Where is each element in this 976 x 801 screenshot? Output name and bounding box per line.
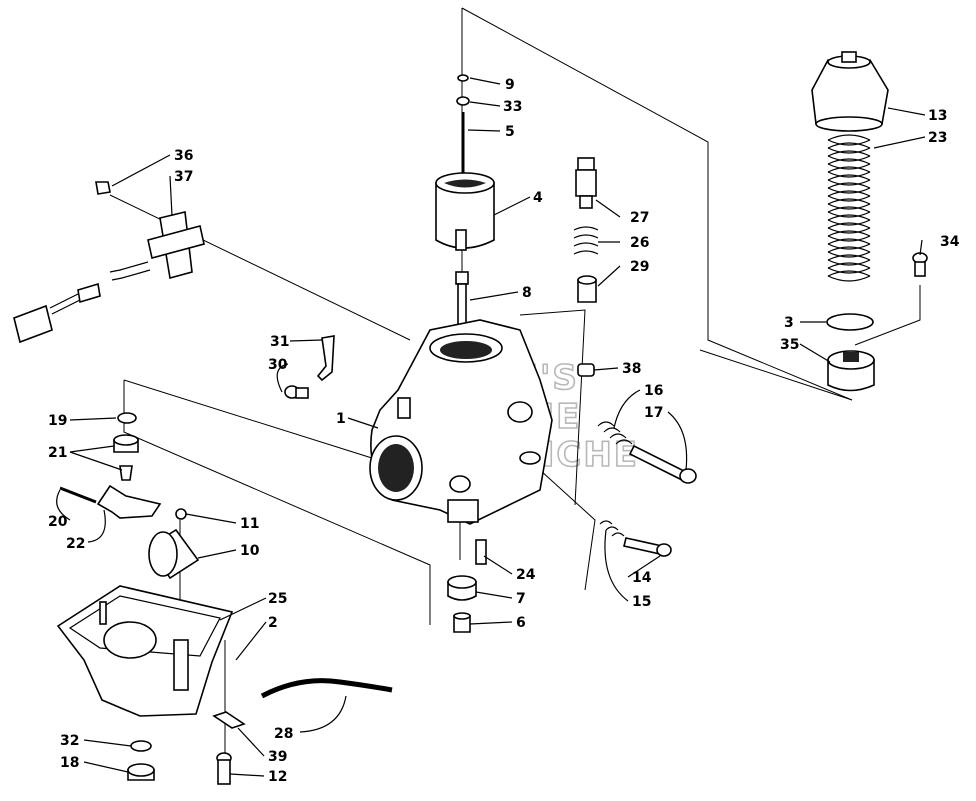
label-part-35: 35 bbox=[780, 337, 799, 353]
label-part-37: 37 bbox=[174, 169, 193, 185]
label-part-15: 15 bbox=[632, 594, 651, 610]
label-part-24: 24 bbox=[516, 567, 536, 583]
float-bowl-drawing bbox=[56, 585, 234, 717]
slide-spring-drawing bbox=[827, 134, 871, 282]
label-part-21: 21 bbox=[48, 445, 67, 461]
label-part-28: 28 bbox=[274, 726, 293, 742]
top-cap-drawing bbox=[811, 51, 889, 132]
needle-assembly-drawing bbox=[456, 74, 470, 175]
throttle-sensor-drawing bbox=[13, 181, 205, 344]
label-part-34: 34 bbox=[940, 234, 960, 250]
bowl-hardware-drawing bbox=[127, 711, 246, 785]
vent-hose-drawing bbox=[260, 678, 393, 699]
label-part-22: 22 bbox=[66, 536, 85, 552]
starter-parts-drawing bbox=[573, 157, 599, 303]
leader-lines bbox=[56, 77, 926, 777]
label-part-2: 2 bbox=[268, 615, 278, 631]
plug-drawing bbox=[577, 363, 595, 377]
jets-drawing bbox=[447, 539, 487, 633]
cap-screw-drawing bbox=[912, 252, 928, 277]
label-part-39: 39 bbox=[268, 749, 287, 765]
label-part-33: 33 bbox=[503, 99, 522, 115]
label-part-10: 10 bbox=[240, 543, 260, 559]
label-part-30: 30 bbox=[268, 357, 288, 373]
label-part-16: 16 bbox=[644, 383, 663, 399]
label-part-5: 5 bbox=[505, 124, 515, 140]
label-part-7: 7 bbox=[516, 591, 526, 607]
label-part-26: 26 bbox=[630, 235, 649, 251]
part-number-labels: 9 33 5 4 8 13 23 34 3 35 27 26 29 36 37 … bbox=[48, 77, 960, 785]
label-part-8: 8 bbox=[522, 285, 532, 301]
label-part-3: 3 bbox=[784, 315, 794, 331]
label-part-25: 25 bbox=[268, 591, 287, 607]
pilot-screw-drawing bbox=[599, 520, 672, 557]
label-part-9: 9 bbox=[505, 77, 515, 93]
carburetor-body-drawing bbox=[369, 319, 553, 525]
label-part-18: 18 bbox=[60, 755, 79, 771]
label-part-17: 17 bbox=[644, 405, 663, 421]
label-part-32: 32 bbox=[60, 733, 79, 749]
label-part-19: 19 bbox=[48, 413, 67, 429]
label-part-13: 13 bbox=[928, 108, 947, 124]
label-part-4: 4 bbox=[533, 190, 543, 206]
float-parts-drawing bbox=[59, 412, 200, 580]
diaphragm-holder-drawing bbox=[827, 350, 875, 392]
diaphragm-plate-drawing bbox=[826, 313, 874, 331]
label-part-23: 23 bbox=[928, 130, 947, 146]
label-part-29: 29 bbox=[630, 259, 649, 275]
label-part-14: 14 bbox=[632, 570, 652, 586]
label-part-6: 6 bbox=[516, 615, 526, 631]
label-part-1: 1 bbox=[336, 411, 346, 427]
cable-bracket-drawing bbox=[284, 335, 335, 399]
label-part-36: 36 bbox=[174, 148, 193, 164]
label-part-38: 38 bbox=[622, 361, 641, 377]
idle-screw-drawing bbox=[597, 421, 697, 484]
label-part-20: 20 bbox=[48, 514, 68, 530]
throttle-slide-drawing bbox=[435, 172, 495, 251]
label-part-11: 11 bbox=[240, 516, 259, 532]
label-part-27: 27 bbox=[630, 210, 649, 226]
label-part-12: 12 bbox=[268, 769, 287, 785]
label-part-31: 31 bbox=[270, 334, 289, 350]
